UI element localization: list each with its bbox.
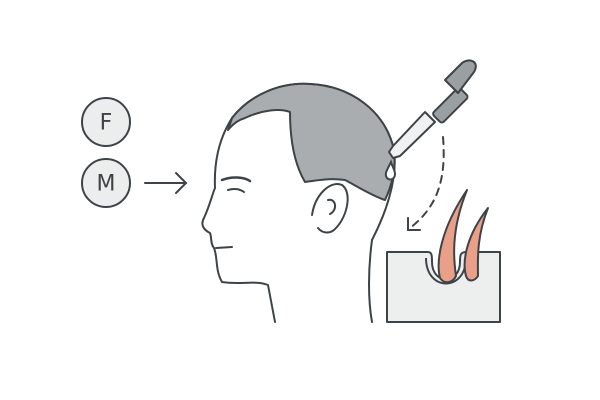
sex-option-female[interactable]: F xyxy=(81,97,131,147)
sex-option-male[interactable]: M xyxy=(81,158,131,208)
hair-follicle-icon xyxy=(386,189,501,323)
head-profile xyxy=(201,82,396,323)
female-label: F xyxy=(100,111,113,136)
drop-icon xyxy=(384,159,397,181)
male-label: M xyxy=(97,172,116,197)
ear xyxy=(311,183,349,234)
eyebrow xyxy=(220,176,252,183)
curved-dashed-arrow-icon xyxy=(407,136,445,231)
mouth xyxy=(215,246,233,249)
dropper-icon xyxy=(388,59,477,159)
eye xyxy=(227,187,245,193)
arrow-right-icon xyxy=(144,172,188,194)
